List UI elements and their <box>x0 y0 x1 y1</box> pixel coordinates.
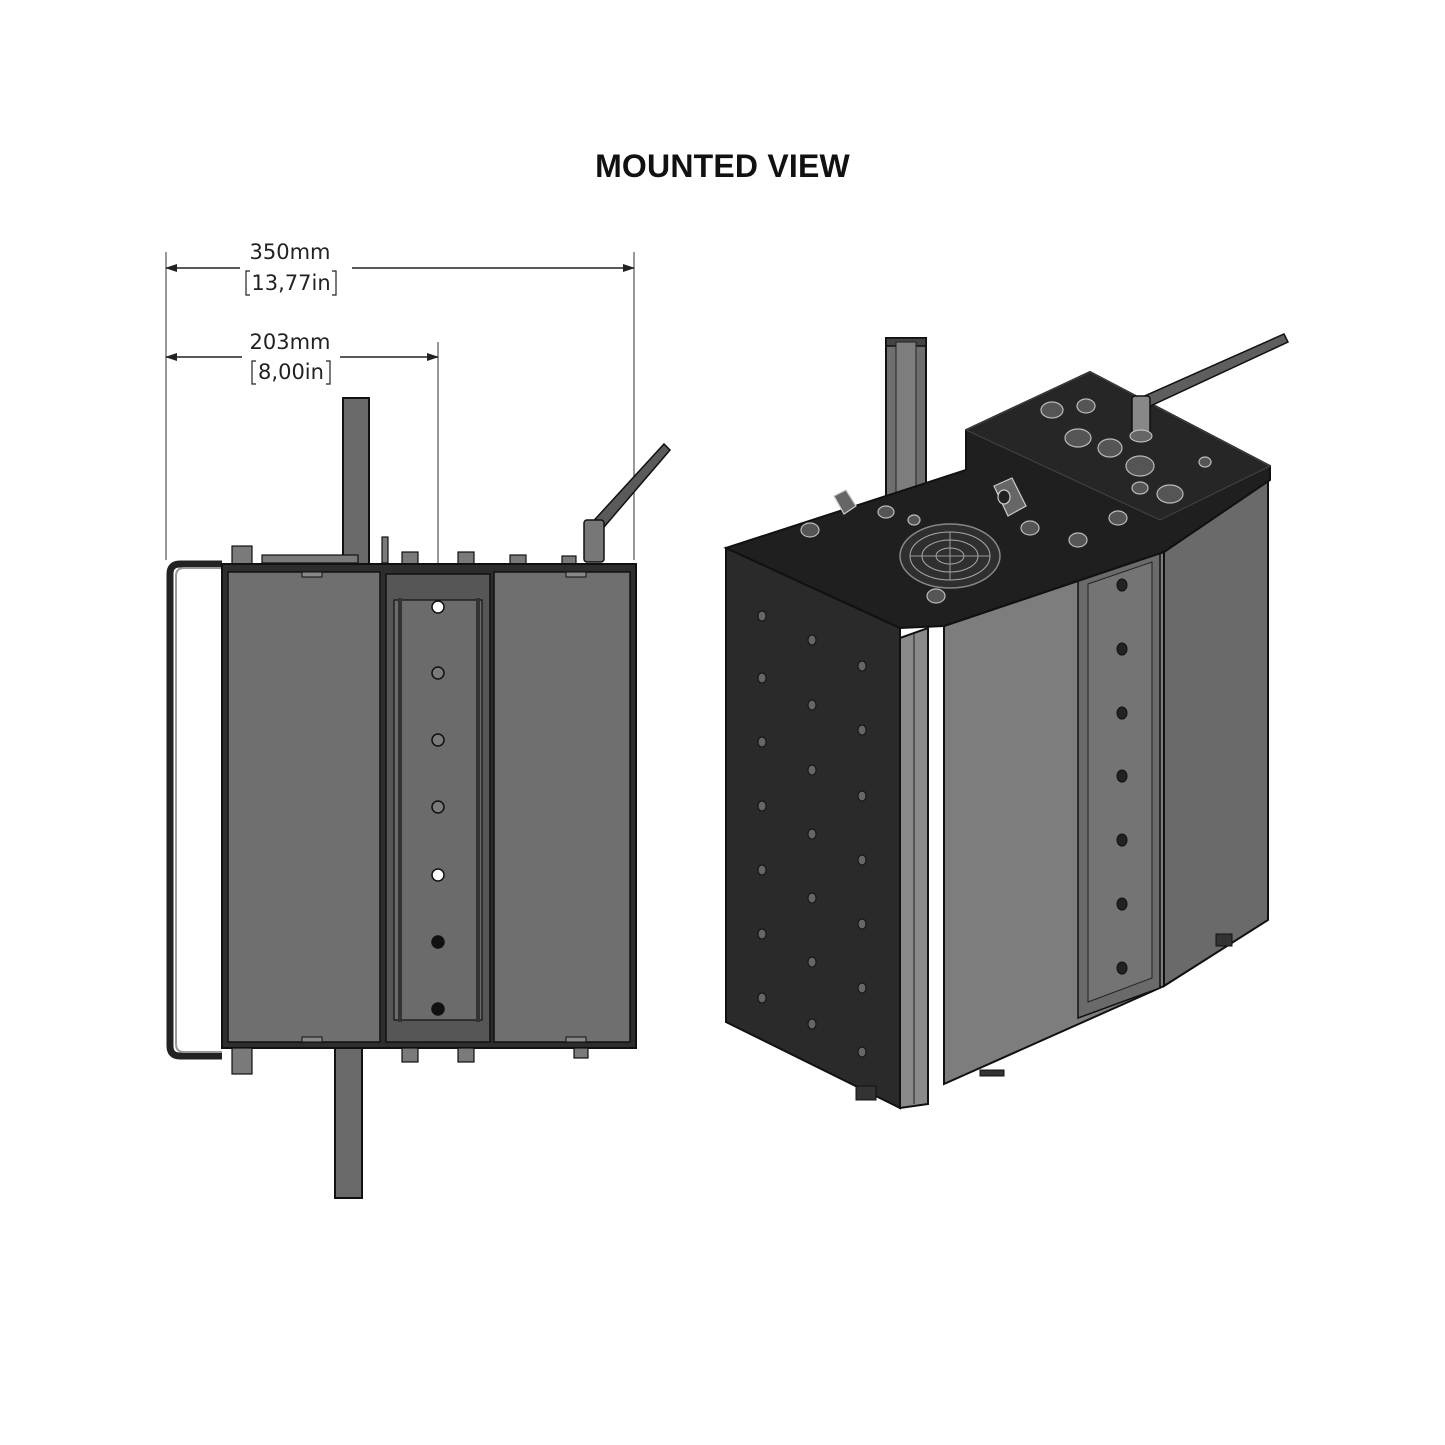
mount-offset-imperial: 8,00in <box>258 360 324 384</box>
drawing-title: MOUNTED VIEW <box>595 148 850 184</box>
dimension-mount-offset: 203mm 8,00in <box>165 330 439 600</box>
isometric-view <box>723 333 1290 1110</box>
dimension-overall-width: 350mm 13,77in <box>165 240 635 560</box>
side-face <box>1163 478 1269 988</box>
right-panel <box>493 571 631 1043</box>
front-view <box>166 397 672 1199</box>
mount-pole-iso <box>885 337 927 517</box>
mount-pole-bottom <box>334 1045 363 1199</box>
mount-pole-top <box>342 397 370 569</box>
iso-rail-holes <box>1116 578 1128 975</box>
end-plate-holes <box>757 610 867 1058</box>
left-panel <box>227 571 381 1043</box>
antenna-front <box>583 442 672 563</box>
rail-holes <box>431 600 445 1016</box>
overall-width-metric: 350mm <box>250 240 331 264</box>
fan-icon <box>899 523 1001 589</box>
top-plate-connectors <box>800 398 1212 604</box>
overall-width-imperial: 13,77in <box>251 271 330 295</box>
antenna-iso <box>1129 333 1290 443</box>
top-connectors <box>231 536 577 565</box>
mount-offset-metric: 203mm <box>250 330 331 354</box>
